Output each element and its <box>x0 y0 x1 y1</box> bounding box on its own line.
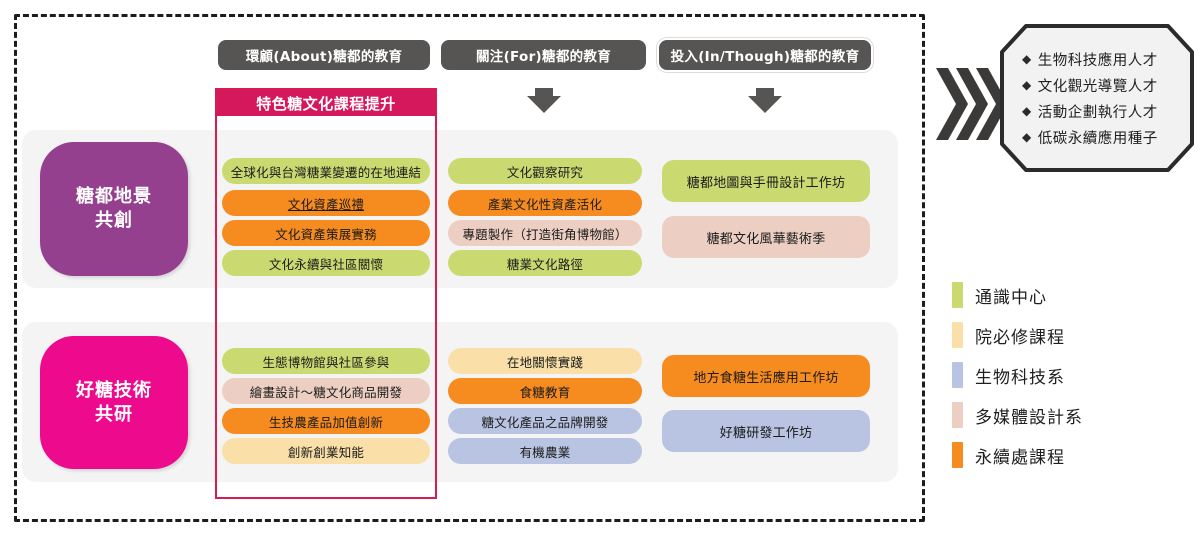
legend-label: 多媒體設計系 <box>975 407 1083 428</box>
course-chip[interactable]: 產業文化性資產活化 <box>448 190 642 216</box>
talent-label: 低碳永續應用種子 <box>1037 130 1158 147</box>
course-chip[interactable]: 文化資產巡禮 <box>222 190 430 216</box>
course-chip[interactable]: 在地關懷實踐 <box>448 348 642 374</box>
course-label: 繪畫設計～糖文化商品開發 <box>249 384 403 400</box>
legend-swatch <box>952 402 963 428</box>
theme-technology-line1: 好糖技術 <box>76 379 152 401</box>
down-arrow-icon-3 <box>748 88 782 113</box>
talent-label: 文化觀光導覽人才 <box>1037 78 1158 95</box>
dashed-frame <box>14 14 925 522</box>
highlight-banner: 特色糖文化課程提升 <box>217 90 435 118</box>
highlight-banner-label: 特色糖文化課程提升 <box>256 94 396 113</box>
course-label: 食糖教育 <box>519 384 571 400</box>
course-chip[interactable]: 創新創業知能 <box>222 438 430 464</box>
course-chip[interactable]: 地方食糖生活應用工作坊 <box>662 355 876 407</box>
course-label: 糖業文化路徑 <box>506 256 584 272</box>
course-label: 糖都文化風華藝術季 <box>706 231 826 247</box>
talent-item: ◆ 低碳永續應用種子 <box>1022 127 1186 148</box>
course-chip[interactable]: 糖都地圖與手冊設計工作坊 <box>662 160 870 202</box>
theme-landscape-line1: 糖都地景 <box>76 186 152 208</box>
course-label: 文化永續與社區關懷 <box>268 256 384 272</box>
stage-pill-in-though[interactable]: 投入(In/Though)糖都的教育 <box>659 40 871 70</box>
diamond-bullet-icon: ◆ <box>1022 78 1032 92</box>
course-chip[interactable]: 糖文化產品之品牌開發 <box>448 408 642 434</box>
theme-technology-line2: 共研 <box>95 403 133 425</box>
diamond-bullet-icon: ◆ <box>1022 52 1032 66</box>
chevron-right-icon-group <box>934 62 1008 146</box>
course-chip[interactable]: 繪畫設計～糖文化商品開發 <box>222 378 430 404</box>
talent-output-panel: ◆ 生物科技應用人才 ◆ 文化觀光導覽人才 ◆ 活動企劃執行人才 ◆ 低碳永續應… <box>1000 24 1194 172</box>
chevron-right-icon <box>936 68 1008 140</box>
diamond-bullet-icon: ◆ <box>1022 104 1032 118</box>
legend-swatch <box>952 282 963 308</box>
course-chip[interactable]: 全球化與台灣糖業變遷的在地連結 <box>222 158 430 184</box>
course-label: 專題製作（打造街角博物館） <box>462 226 628 242</box>
stage-label-about: 環顧(About)糖都的教育 <box>245 49 403 65</box>
stage-label-in-though: 投入(In/Though)糖都的教育 <box>670 49 860 65</box>
course-label: 文化觀察研究 <box>506 164 584 180</box>
stage-pill-for[interactable]: 關注(For)糖都的教育 <box>441 40 646 70</box>
theme-pill-technology[interactable]: 好糖技術 共研 <box>40 336 188 469</box>
course-chip[interactable]: 好糖研發工作坊 <box>662 410 870 452</box>
legend-item: 永續處課程 <box>952 442 1083 468</box>
legend-label: 生物科技系 <box>975 367 1065 388</box>
course-label: 地方食糖生活應用工作坊 <box>693 370 839 386</box>
course-chip[interactable]: 糖都文化風華藝術季 <box>662 216 870 258</box>
talent-item: ◆ 文化觀光導覽人才 <box>1022 75 1186 96</box>
course-label: 生技農產品加值創新 <box>268 414 384 430</box>
course-chip[interactable]: 有機農業 <box>448 438 642 464</box>
legend-item: 院必修課程 <box>952 322 1083 348</box>
legend-label: 院必修課程 <box>975 327 1065 348</box>
legend-item: 通識中心 <box>952 282 1083 308</box>
course-label: 糖都地圖與手冊設計工作坊 <box>686 175 846 191</box>
legend-label: 通識中心 <box>975 287 1047 308</box>
course-label: 全球化與台灣糖業變遷的在地連結 <box>230 164 422 180</box>
octagon-shape <box>1000 24 1194 172</box>
course-label: 產業文化性資產活化 <box>487 196 603 212</box>
talent-label: 活動企劃執行人才 <box>1037 104 1158 121</box>
course-label: 生態博物館與社區參與 <box>262 354 390 370</box>
talent-item: ◆ 生物科技應用人才 <box>1022 49 1186 70</box>
course-chip[interactable]: 文化資產策展實務 <box>222 220 430 246</box>
stage-pill-about[interactable]: 環顧(About)糖都的教育 <box>218 40 430 70</box>
talent-item: ◆ 活動企劃執行人才 <box>1022 101 1186 122</box>
course-label: 文化資產策展實務 <box>275 226 377 242</box>
legend-swatch <box>952 322 963 348</box>
course-chip[interactable]: 文化永續與社區關懷 <box>222 250 430 276</box>
course-label: 在地關懷實踐 <box>506 354 584 370</box>
course-label: 文化資產巡禮 <box>287 196 365 212</box>
legend-label: 永續處課程 <box>975 447 1065 468</box>
course-chip[interactable]: 糖業文化路徑 <box>448 250 642 276</box>
legend-swatch <box>952 442 963 468</box>
course-label: 糖文化產品之品牌開發 <box>481 414 609 430</box>
course-label: 好糖研發工作坊 <box>719 425 813 441</box>
talent-label: 生物科技應用人才 <box>1037 52 1158 69</box>
stage-label-for: 關注(For)糖都的教育 <box>475 49 612 65</box>
course-label: 創新創業知能 <box>287 444 365 460</box>
theme-landscape-line2: 共創 <box>95 210 133 231</box>
course-chip[interactable]: 生技農產品加值創新 <box>222 408 430 434</box>
course-label: 有機農業 <box>519 444 571 460</box>
legend: 通識中心 院必修課程 生物科技系 多媒體設計系 永續處課程 <box>952 282 1083 468</box>
theme-pill-landscape[interactable]: 糖都地景 共創 <box>40 142 188 276</box>
course-chip[interactable]: 專題製作（打造街角博物館） <box>448 220 642 246</box>
course-chip[interactable]: 食糖教育 <box>448 378 642 404</box>
legend-swatch <box>952 362 963 388</box>
legend-item: 生物科技系 <box>952 362 1083 388</box>
diamond-bullet-icon: ◆ <box>1022 130 1032 144</box>
down-arrow-icon-2 <box>527 88 561 113</box>
legend-item: 多媒體設計系 <box>952 402 1083 428</box>
course-chip[interactable]: 生態博物館與社區參與 <box>222 348 430 374</box>
course-chip[interactable]: 文化觀察研究 <box>448 158 642 184</box>
